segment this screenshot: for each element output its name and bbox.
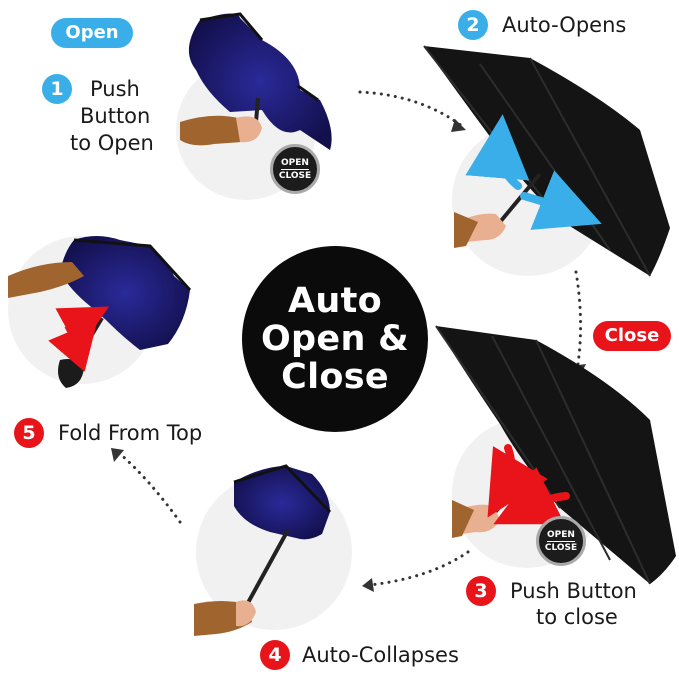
center-title-line2: Open &	[261, 319, 409, 359]
step-1-line1: Push	[90, 77, 140, 101]
umbrella-step3	[435, 325, 676, 585]
badge-close-text: CLOSE	[544, 542, 578, 553]
step-3-number: 3	[466, 576, 496, 606]
badge-open-text: OPEN	[547, 529, 575, 542]
step-1-line3: to Open	[70, 131, 154, 155]
umbrella-step1	[180, 12, 332, 151]
center-title-line1: Auto	[288, 281, 382, 321]
step-2-number: 2	[458, 10, 488, 40]
close-pill: Close	[593, 321, 671, 351]
step-5-number: 5	[14, 418, 44, 448]
open-close-button-badge: OPEN CLOSE	[536, 516, 586, 566]
step-4-text: Auto-Collapses	[302, 643, 459, 667]
umbrella-step4	[194, 464, 332, 636]
dotted-connector-arrows	[116, 90, 583, 587]
umbrella-step5	[8, 236, 192, 388]
step-1-number: 1	[42, 74, 72, 104]
badge-open-text: OPEN	[281, 157, 309, 170]
center-title-disc: Auto Open & Close	[242, 246, 428, 432]
open-close-button-badge: OPEN CLOSE	[270, 144, 320, 194]
step-5-text: Fold From Top	[58, 421, 203, 445]
step-2-text: Auto-Opens	[502, 13, 627, 37]
step-1-line2: Button	[80, 104, 151, 128]
step-3-line2: to close	[536, 605, 618, 629]
step-4-number: 4	[260, 640, 290, 670]
open-pill: Open	[51, 18, 133, 48]
umbrella-step2	[423, 45, 670, 277]
badge-close-text: CLOSE	[278, 170, 312, 181]
center-title-line3: Close	[281, 357, 389, 397]
step-3-line1: Push Button	[510, 579, 637, 603]
